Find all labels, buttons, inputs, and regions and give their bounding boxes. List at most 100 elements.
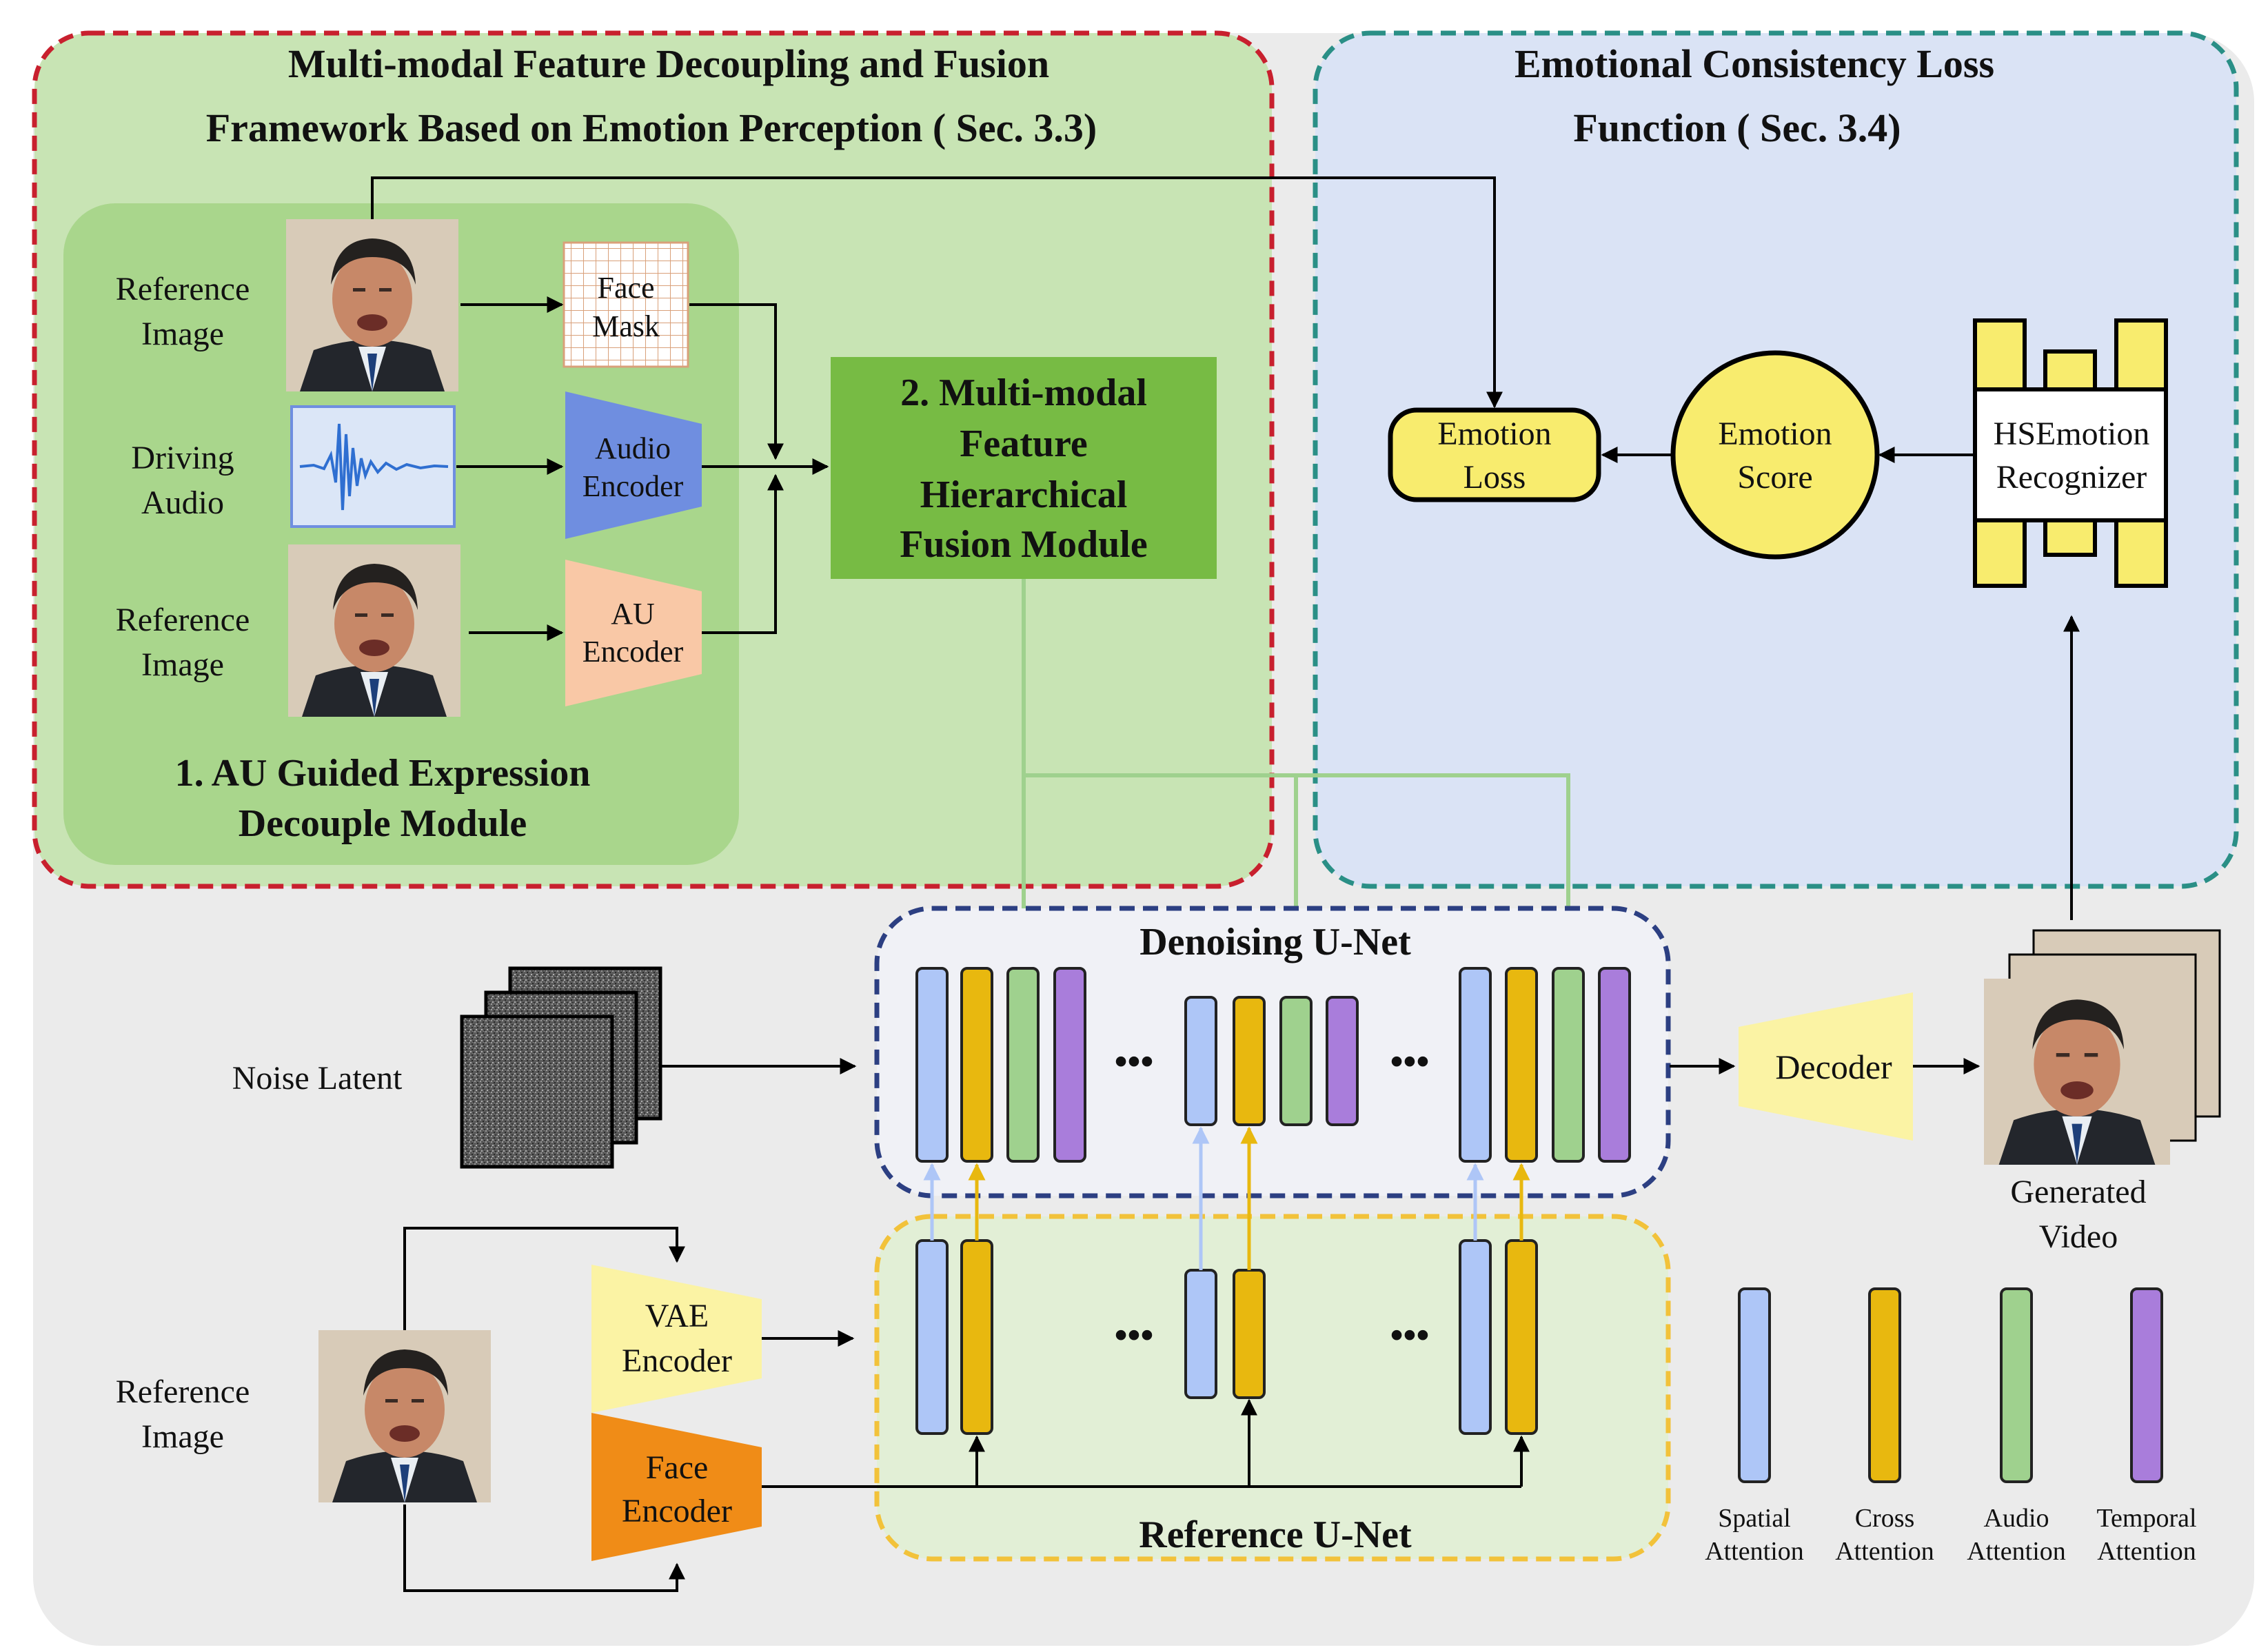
fusion-module-line2: Feature <box>960 422 1088 465</box>
legend-swatch-temporal <box>2130 1287 2163 1483</box>
dn-temporal-1 <box>1053 967 1086 1163</box>
fusion-module-line1: 2. Multi-modal <box>900 371 1147 414</box>
ref-image-label-1-line1: Reference <box>116 271 250 307</box>
au-encoder-block <box>565 560 702 706</box>
denoising-blocks <box>915 967 1631 1163</box>
emotion-score-line1: Emotion <box>1718 416 1832 452</box>
dn-ellipsis-2: ••• <box>1390 1041 1430 1082</box>
reference-to-denoising-arrows <box>923 1126 1530 1270</box>
dn-audio-3 <box>1552 967 1585 1163</box>
legend-cross-line2: Attention <box>1835 1537 1934 1566</box>
dn-cross-3 <box>1505 967 1538 1163</box>
face-mask-grid <box>563 241 689 368</box>
ref-spatial-2 <box>1184 1269 1217 1399</box>
legend-temporal-line2: Attention <box>2097 1537 2196 1566</box>
ref-spatial-1 <box>915 1239 949 1435</box>
ref-cross-1 <box>960 1239 993 1435</box>
bottom-ref-label-line2: Image <box>141 1418 224 1455</box>
reference-to-emotion-loss-arrow <box>371 176 1503 409</box>
loss-title-line2: Function ( Sec. 3.4) <box>1573 105 1901 150</box>
dn-temporal-2 <box>1326 996 1359 1126</box>
loss-title-line1: Emotional Consistency Loss <box>1515 41 1994 86</box>
face-encoder-line2: Encoder <box>622 1493 732 1529</box>
face-mask-label-line2: Mask <box>592 309 660 343</box>
generated-video-frame <box>1984 979 2170 1165</box>
framework-title-line1: Multi-modal Feature Decoupling and Fusio… <box>288 41 1049 86</box>
generated-video-line1: Generated <box>2010 1174 2146 1210</box>
recognizer-line2: Recognizer <box>1996 459 2147 496</box>
ref-image-label-1-line2: Image <box>141 316 224 352</box>
legend-cross-line1: Cross <box>1855 1504 1915 1533</box>
emotion-loss-line1: Emotion <box>1437 416 1551 452</box>
denoising-unet-title: Denoising U-Net <box>1139 921 1411 963</box>
noise-latent-layer-1 <box>460 1014 614 1169</box>
emotion-loss-line2: Loss <box>1463 459 1526 496</box>
reference-unet-title: Reference U-Net <box>1139 1513 1412 1556</box>
ref-ellipsis-1: ••• <box>1115 1314 1154 1356</box>
ref-spatial-3 <box>1459 1239 1492 1435</box>
ref-image-label-2-line1: Reference <box>116 602 250 638</box>
reference-blocks <box>915 1239 1538 1435</box>
vae-encoder-line1: VAE <box>645 1298 709 1334</box>
legend-spatial-line2: Attention <box>1705 1537 1804 1566</box>
au-module-connectors <box>456 296 829 641</box>
audio-waveform-icon <box>299 423 449 511</box>
ref-ellipsis-2: ••• <box>1390 1314 1430 1356</box>
bottom-ref-label-line1: Reference <box>116 1374 250 1410</box>
ref-cross-3 <box>1505 1239 1538 1435</box>
audio-encoder-label-line2: Encoder <box>583 469 684 503</box>
driving-audio-label-line1: Driving <box>131 440 234 476</box>
loss-connectors <box>1601 447 2080 920</box>
dn-audio-2 <box>1279 996 1313 1126</box>
dn-spatial-2 <box>1184 996 1217 1126</box>
legend-audio-line2: Attention <box>1967 1537 2066 1566</box>
legend-audio-line1: Audio <box>1984 1504 2049 1533</box>
face-encoder-block <box>591 1413 762 1561</box>
emotion-score-line2: Score <box>1737 459 1812 496</box>
emotion-score-circle <box>1670 350 1880 560</box>
au-encoder-label-line2: Encoder <box>583 635 684 669</box>
au-module-title-line1: 1. AU Guided Expression <box>175 752 591 795</box>
vae-encoder-line2: Encoder <box>622 1343 732 1379</box>
audio-encoder-block <box>565 391 702 539</box>
recognizer-line1: HSEmotion <box>1994 416 2150 452</box>
bottom-reference-image <box>318 1330 491 1502</box>
legend-spatial-line1: Spatial <box>1718 1504 1791 1533</box>
reference-image-photo-2 <box>288 544 460 717</box>
dn-cross-1 <box>960 967 993 1163</box>
legend-swatch-audio <box>2000 1287 2033 1483</box>
attention-legend <box>1738 1287 2163 1483</box>
reference-image-photo-1 <box>286 219 458 391</box>
driving-audio-label-line2: Audio <box>141 485 224 521</box>
face-encoder-line1: Face <box>646 1449 709 1486</box>
bottom-connectors <box>403 1227 1530 1592</box>
au-encoder-label-line1: AU <box>611 597 655 631</box>
fusion-module-line4: Fusion Module <box>900 523 1147 566</box>
decoder-label: Decoder <box>1775 1048 1892 1086</box>
face-mask-label-line1: Face <box>597 271 654 305</box>
au-module-title-line2: Decouple Module <box>239 802 527 845</box>
reference-unet-region <box>874 1214 1671 1562</box>
ref-image-label-2-line2: Image <box>141 646 224 683</box>
dn-ellipsis-1: ••• <box>1115 1041 1154 1082</box>
noise-latent-label: Noise Latent <box>232 1060 403 1097</box>
vae-encoder-block <box>591 1265 762 1413</box>
generated-video-line2: Video <box>2039 1218 2118 1255</box>
emotion-recognizer-icon <box>1973 318 2168 588</box>
dn-cross-2 <box>1233 996 1266 1126</box>
dn-temporal-3 <box>1598 967 1631 1163</box>
dn-spatial-1 <box>915 967 949 1163</box>
legend-swatch-spatial <box>1738 1287 1771 1483</box>
ref-cross-2 <box>1233 1269 1266 1399</box>
decoder-block <box>1739 992 1913 1141</box>
legend-swatch-cross <box>1868 1287 1901 1483</box>
framework-title-line2: Framework Based on Emotion Perception ( … <box>206 105 1097 150</box>
audio-encoder-label-line1: Audio <box>595 431 671 465</box>
legend-temporal-line1: Temporal <box>2096 1504 2196 1533</box>
dn-audio-1 <box>1006 967 1040 1163</box>
hierarchical-fusion-module <box>831 357 1217 579</box>
fusion-module-line3: Hierarchical <box>920 473 1128 516</box>
emotion-loss-box <box>1388 407 1601 502</box>
dn-spatial-3 <box>1459 967 1492 1163</box>
